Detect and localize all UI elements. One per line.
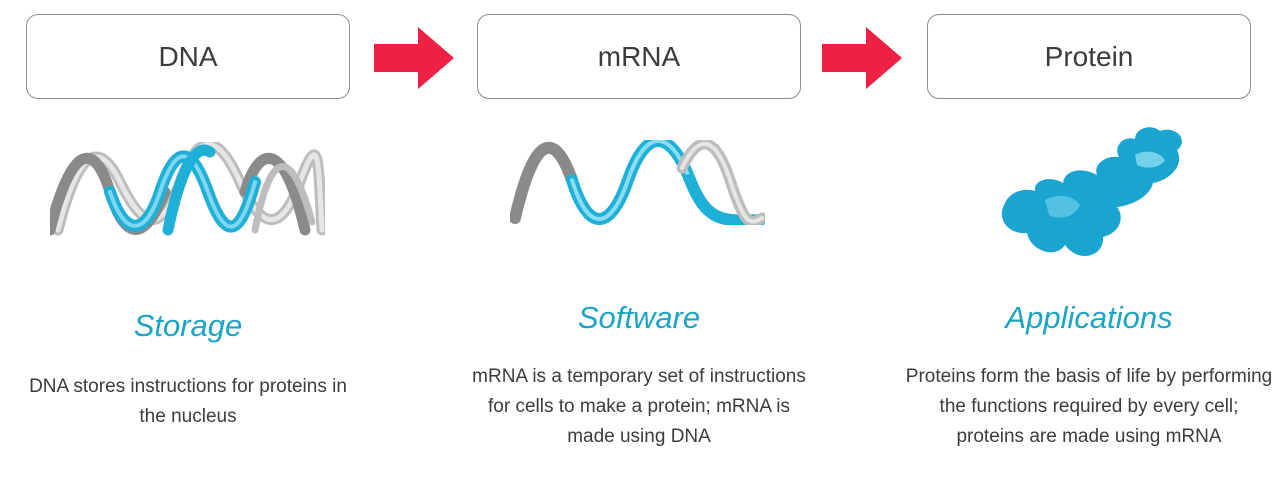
stage-label-mrna: mRNA — [597, 40, 681, 72]
stage-description-mrna: mRNA is a temporary set of instructions … — [472, 366, 806, 447]
stage-heading-storage: Storage — [133, 308, 243, 343]
stage-description-dna: DNA stores instructions for proteins in … — [29, 376, 347, 427]
stage-heading-applications: Applications — [1005, 300, 1173, 335]
protein-blob-icon — [1001, 127, 1182, 257]
stage-heading-software: Software — [577, 300, 701, 335]
stage-description-protein: Proteins form the basis of life by perfo… — [905, 366, 1273, 447]
stage-box-protein: Protein — [927, 14, 1251, 99]
stage-box-mrna: mRNA — [477, 14, 801, 99]
stage-label-dna: DNA — [158, 40, 218, 72]
right-arrow-icon — [374, 27, 454, 89]
stage-box-dna: DNA — [26, 14, 350, 99]
single-strand-icon — [510, 140, 765, 225]
right-arrow-icon — [822, 27, 902, 89]
double-helix-icon — [50, 142, 325, 236]
stage-label-protein: Protein — [1044, 40, 1134, 72]
